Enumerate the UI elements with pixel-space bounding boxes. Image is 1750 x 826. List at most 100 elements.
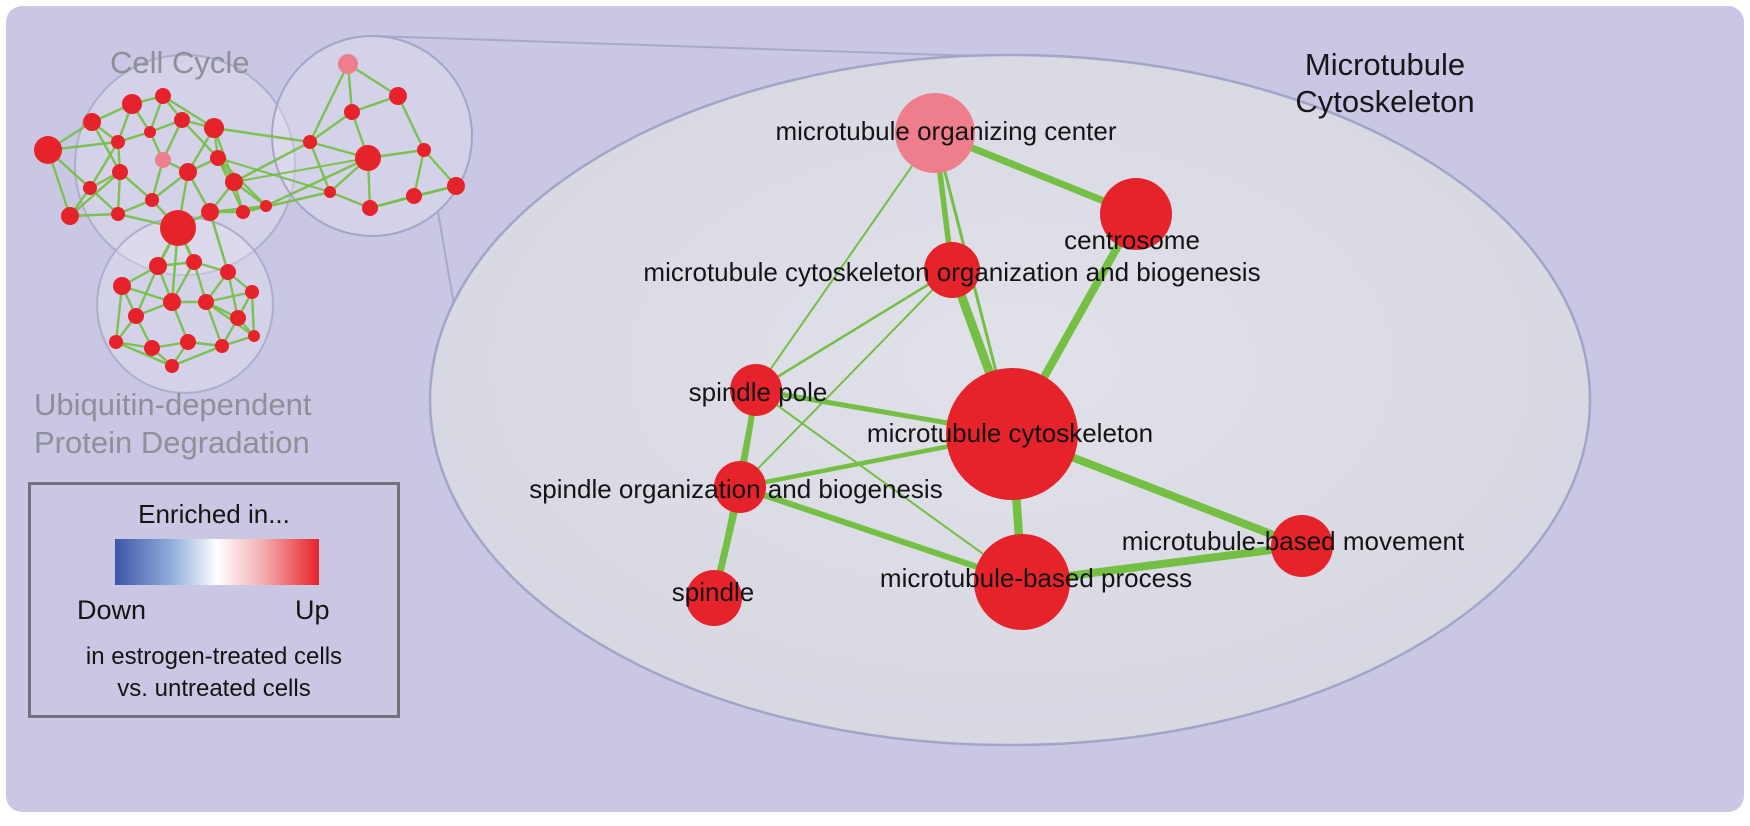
overview-node [128,308,144,324]
overview-node [109,335,123,349]
overview-node [210,150,226,166]
node-process [974,534,1070,630]
ubiquitin-label: Ubiquitin-dependent Protein Degradation [34,386,312,462]
overview-node [225,173,243,191]
overview-edge [308,62,350,144]
overview-node [355,145,381,171]
overview-node [174,112,190,128]
node-label-spindle_pole: spindle pole [689,377,828,407]
overview-node [155,88,171,104]
overview-node [324,186,336,198]
overview-edge [308,110,354,144]
overview-node [406,188,422,204]
node-label-mco: microtubule cytoskeleton organization an… [643,257,1260,287]
legend-up-label: Up [295,595,330,625]
overview-edge [396,94,426,152]
overview-inter-edge [264,156,370,208]
overview-node [144,340,160,356]
overview-node [111,207,125,221]
legend-caption-line1: in estrogen-treated cells [85,643,343,670]
overview-nodes-layer [34,54,465,373]
node-label-centrosome: centrosome [1064,225,1200,255]
overview-node [248,330,260,342]
ubiquitin-label-line2: Protein Degradation [34,425,310,460]
overview-edge [161,94,216,130]
node-cytoskeleton [946,368,1078,500]
overview-node [230,310,246,326]
edge-spindle_org-process [737,484,1025,585]
overview-node [144,126,156,138]
overview-edge [88,140,120,190]
overview-edge [114,340,174,368]
overview-edge [114,284,124,344]
overview-node [303,135,317,149]
overview-edge [204,300,256,338]
microtubule-title-line1: Microtubule [1304,47,1466,82]
overview-node [362,200,378,216]
node-label-movement: microtubule-based movement [1122,526,1465,556]
overview-node [260,200,272,212]
overview-node [163,293,181,311]
edge-mco-spindle_pole [754,268,954,392]
overview-edge [180,118,220,160]
node-moc [895,93,975,173]
microtubule-title-line2: Cytoskeleton [1295,84,1475,119]
overview-node [220,264,236,280]
main-nodes-layer [686,93,1333,630]
overview-node [245,285,259,299]
node-movement [1271,515,1333,577]
overview-node [155,152,171,168]
legend-title: Enriched in... [138,499,290,529]
overview-edge [68,170,122,218]
legend-gradient-bar [115,539,319,585]
microtubule-cytoskeleton-title: Microtubule Cytoskeleton [1275,46,1495,120]
magnifier-line-top [371,35,1006,58]
edge-moc-spindle_pole [755,132,936,391]
legend-box: Enriched in... Down Up in estrogen-treat… [28,482,400,718]
overview-node [186,254,202,270]
overview-node [145,193,159,207]
overview-node [198,294,214,310]
overview-node [83,181,97,195]
overview-node [122,94,142,114]
node-label-moc: microtubule organizing center [775,116,1116,146]
legend-caption-line2: vs. untreated cells [117,675,311,702]
overview-node [338,54,358,74]
ubiquitin-label-line1: Ubiquitin-dependent [34,387,312,422]
overview-node [83,113,101,131]
overview-inter-edge [232,140,312,184]
cell-cycle-label: Cell Cycle [110,45,250,80]
overview-node [179,163,197,181]
overview-inter-edge [208,210,230,274]
overview-node [34,136,62,164]
node-label-cytoskeleton: microtubule cytoskeleton [867,418,1153,448]
node-spindle_org [714,461,766,513]
overview-node [447,177,465,195]
overview-inter-edge [241,190,332,214]
overview-inter-edge [233,157,369,183]
overview-node [204,118,224,138]
overview-node [160,210,196,246]
node-centrosome [1100,178,1172,250]
overview-node [112,164,128,180]
overview-node [149,257,167,275]
overview-edge [170,344,224,368]
node-label-spindle_org: spindle organization and biogenesis [529,474,942,504]
overview-node [113,277,131,295]
node-label-spindle: spindle [672,577,754,607]
node-spindle_pole [730,364,782,416]
overview-node [389,87,407,105]
node-mco [924,242,980,298]
overview-edge [250,290,256,338]
edge-mco-spindle_org [739,269,953,488]
legend-down-label: Down [77,595,147,625]
overview-node [417,143,431,157]
overview-node [61,207,79,225]
overview-node [111,135,125,149]
node-spindle [686,570,742,626]
overview-edge [134,264,160,318]
overview-node [236,205,250,219]
overview-edge [90,120,122,174]
